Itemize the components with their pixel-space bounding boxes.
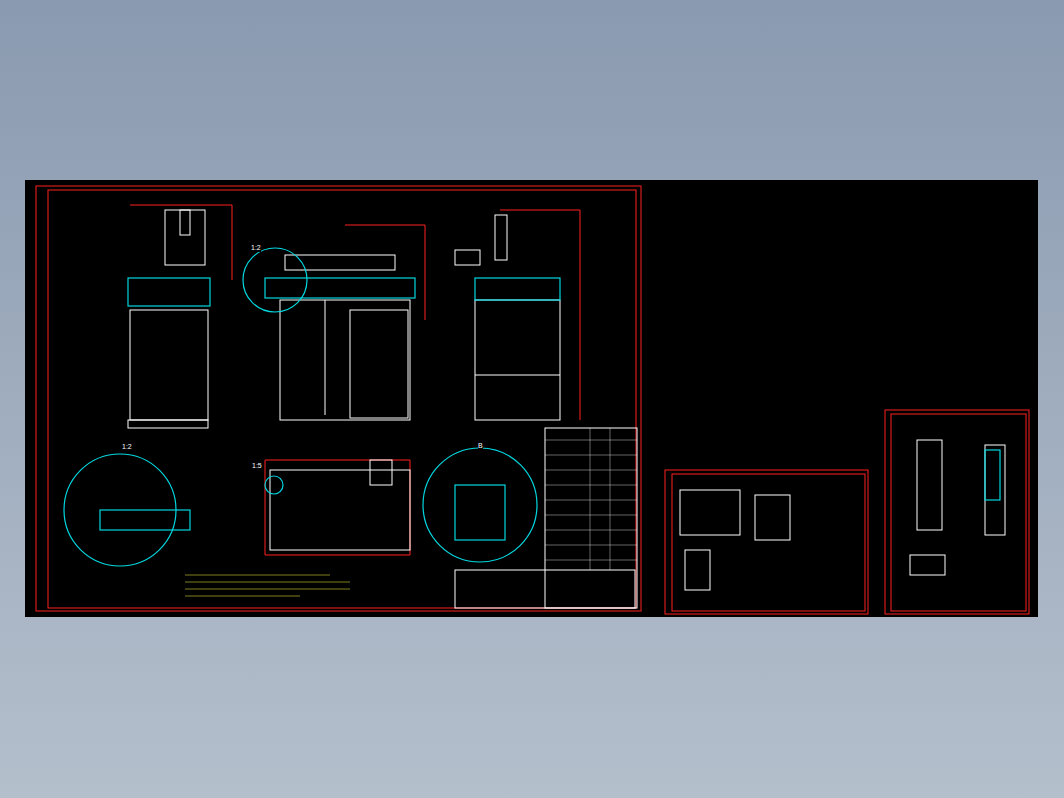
view-label: 1:2: [122, 443, 132, 451]
view-label: B: [478, 442, 483, 450]
view-label: 1:5: [252, 462, 262, 470]
view-label: 1:2: [251, 244, 261, 252]
